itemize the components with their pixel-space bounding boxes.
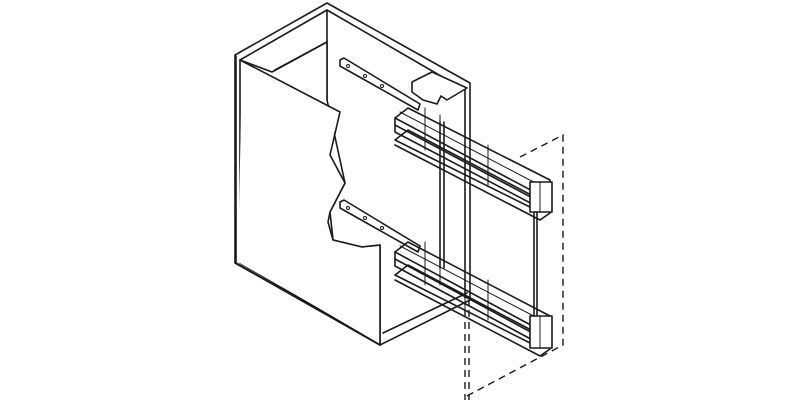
top-runner-rail [339, 57, 421, 111]
cabinet-carcass [234, 2, 471, 346]
bottom-runner-rail [339, 199, 421, 253]
bottom-basket [339, 199, 553, 357]
hinge-bracket [411, 71, 468, 105]
basket-frame-rods [439, 121, 538, 319]
top-basket [339, 57, 553, 221]
door-outline-dashed [464, 133, 564, 400]
